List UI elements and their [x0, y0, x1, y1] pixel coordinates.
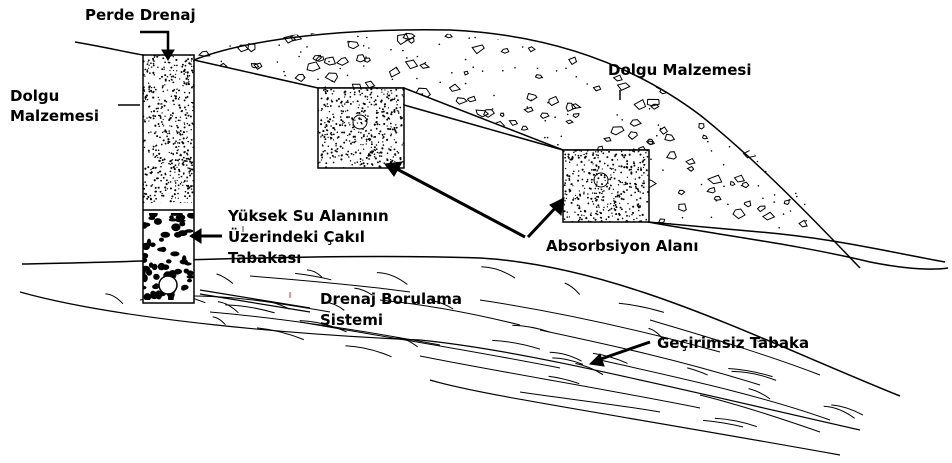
label-dolgu-left-line1: Dolgu [10, 86, 59, 107]
curtain-drain-trench [140, 54, 198, 303]
label-absorbsiyon: Absorbsiyon Alanı [546, 236, 698, 257]
label-drenaj-line1: Drenaj Borulama [320, 289, 462, 310]
drain-pipe [159, 276, 177, 294]
label-yuksek-line2: Üzerindeki Çakıl [228, 227, 365, 248]
label-drenaj-line2: Sistemi [320, 310, 383, 331]
absorption-box-2 [562, 149, 649, 223]
label-perde-drenaj: Perde Drenaj [85, 5, 196, 26]
label-dolgu-left-line2: Malzemesi [10, 106, 99, 127]
label-yuksek-line1: Yüksek Su Alanının [228, 206, 389, 227]
label-yuksek-line3: Tabakası [228, 248, 301, 269]
label-dolgu-right: Dolgu Malzemesi [608, 60, 752, 81]
label-gecirimsiz: Geçirimsiz Tabaka [657, 333, 809, 354]
absorption-box-1 [317, 87, 404, 168]
